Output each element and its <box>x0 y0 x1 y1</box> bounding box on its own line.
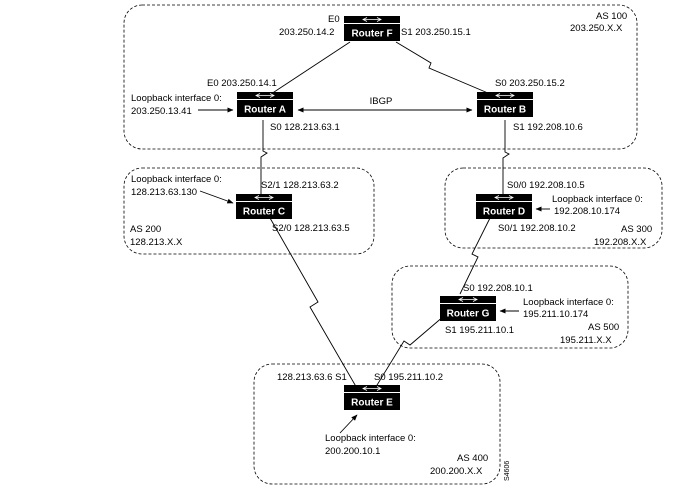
router-d-loopback-label: Loopback interface 0: <box>552 194 643 205</box>
router-g[interactable]: Router G <box>440 296 496 321</box>
router-b-s1: S1 192.208.10.6 <box>513 122 583 133</box>
as-400-prefix: 200.200.X.X <box>430 466 483 477</box>
as-500-area <box>391 265 629 349</box>
router-b[interactable]: Router B <box>477 92 533 117</box>
router-d[interactable]: Router D <box>476 194 532 219</box>
router-e-s0: S0 195.211.10.2 <box>374 372 443 383</box>
as-300-prefix: 192.208.X.X <box>594 237 647 248</box>
router-e-label: Router E <box>351 398 393 409</box>
as-200-area <box>123 167 375 255</box>
router-a-loopback-label: Loopback interface 0: <box>131 93 222 104</box>
as-300-area <box>444 167 663 249</box>
as-500-prefix: 195.211.X.X <box>560 335 612 346</box>
as-200-prefix: 128.213.X.X <box>130 237 183 248</box>
router-e-loopback-arrow <box>339 414 358 434</box>
figure-id: S4606 <box>504 461 511 481</box>
router-e-loopback-label: Loopback interface 0: <box>325 433 416 444</box>
router-a-s0: S0 128.213.63.1 <box>270 122 340 133</box>
router-g-label: Router G <box>447 309 490 320</box>
ibgp-label: IBGP <box>370 96 393 107</box>
router-f-e0-name: E0 <box>328 14 340 25</box>
link-d-g-serial <box>459 217 491 295</box>
router-d-loopback-ip: 192.208.10.174 <box>554 206 620 217</box>
router-e[interactable]: Router E <box>344 385 400 410</box>
router-b-label: Router B <box>484 105 526 116</box>
router-e-loopback-ip: 200.200.10.1 <box>325 446 380 457</box>
router-d-s0-1: S0/1 192.208.10.2 <box>498 223 576 234</box>
link-c-e-serial <box>269 217 359 391</box>
router-c-s2-0: S2/0 128.213.63.5 <box>272 223 350 234</box>
router-g-s1: S1 195.211.10.1 <box>445 325 514 336</box>
link-f-b-serial <box>395 41 496 97</box>
router-g-s0: S0 192.208.10.1 <box>463 283 533 294</box>
router-f-e0-ip: 203.250.14.2 <box>279 27 334 38</box>
router-g-loopback-ip: 195.211.10.174 <box>523 309 588 320</box>
router-c-loopback-label: Loopback interface 0: <box>131 174 222 185</box>
as-200-name: AS 200 <box>130 224 161 235</box>
as-100-area <box>123 4 638 150</box>
as-100-prefix: 203.250.X.X <box>570 23 623 34</box>
as-500-name: AS 500 <box>588 322 619 333</box>
link-f-a <box>267 41 351 97</box>
router-c-label: Router C <box>243 207 285 218</box>
as-400-area <box>253 363 501 485</box>
router-b-s0: S0 203.250.15.2 <box>495 78 565 89</box>
link-g-e-serial <box>373 309 452 391</box>
link-a-c-serial <box>260 120 268 200</box>
router-a-label: Router A <box>244 105 286 116</box>
router-f-s1: S1 203.250.15.1 <box>401 27 471 38</box>
router-f-label: Router F <box>351 29 392 40</box>
router-c-loopback-arrow <box>199 190 234 204</box>
router-c[interactable]: Router C <box>236 194 292 219</box>
as-100-name: AS 100 <box>596 11 627 22</box>
router-c-s2-1: S2/1 128.213.63.2 <box>261 180 339 191</box>
router-g-loopback-label: Loopback interface 0: <box>523 297 614 308</box>
as-400-name: AS 400 <box>457 453 488 464</box>
router-d-s0-0: S0/0 192.208.10.5 <box>507 180 585 191</box>
router-f[interactable]: Router F <box>344 16 400 41</box>
as-300-name: AS 300 <box>621 224 652 235</box>
router-d-label: Router D <box>483 207 525 218</box>
router-e-s1: 128.213.63.6 S1 <box>277 372 347 383</box>
router-c-loopback-ip: 128.213.63.130 <box>131 187 197 198</box>
router-a[interactable]: Router A <box>237 92 293 117</box>
link-b-d-serial <box>502 120 510 200</box>
router-a-e0: E0 203.250.14.1 <box>207 78 277 89</box>
router-a-loopback-ip: 203.250.13.41 <box>131 106 192 117</box>
